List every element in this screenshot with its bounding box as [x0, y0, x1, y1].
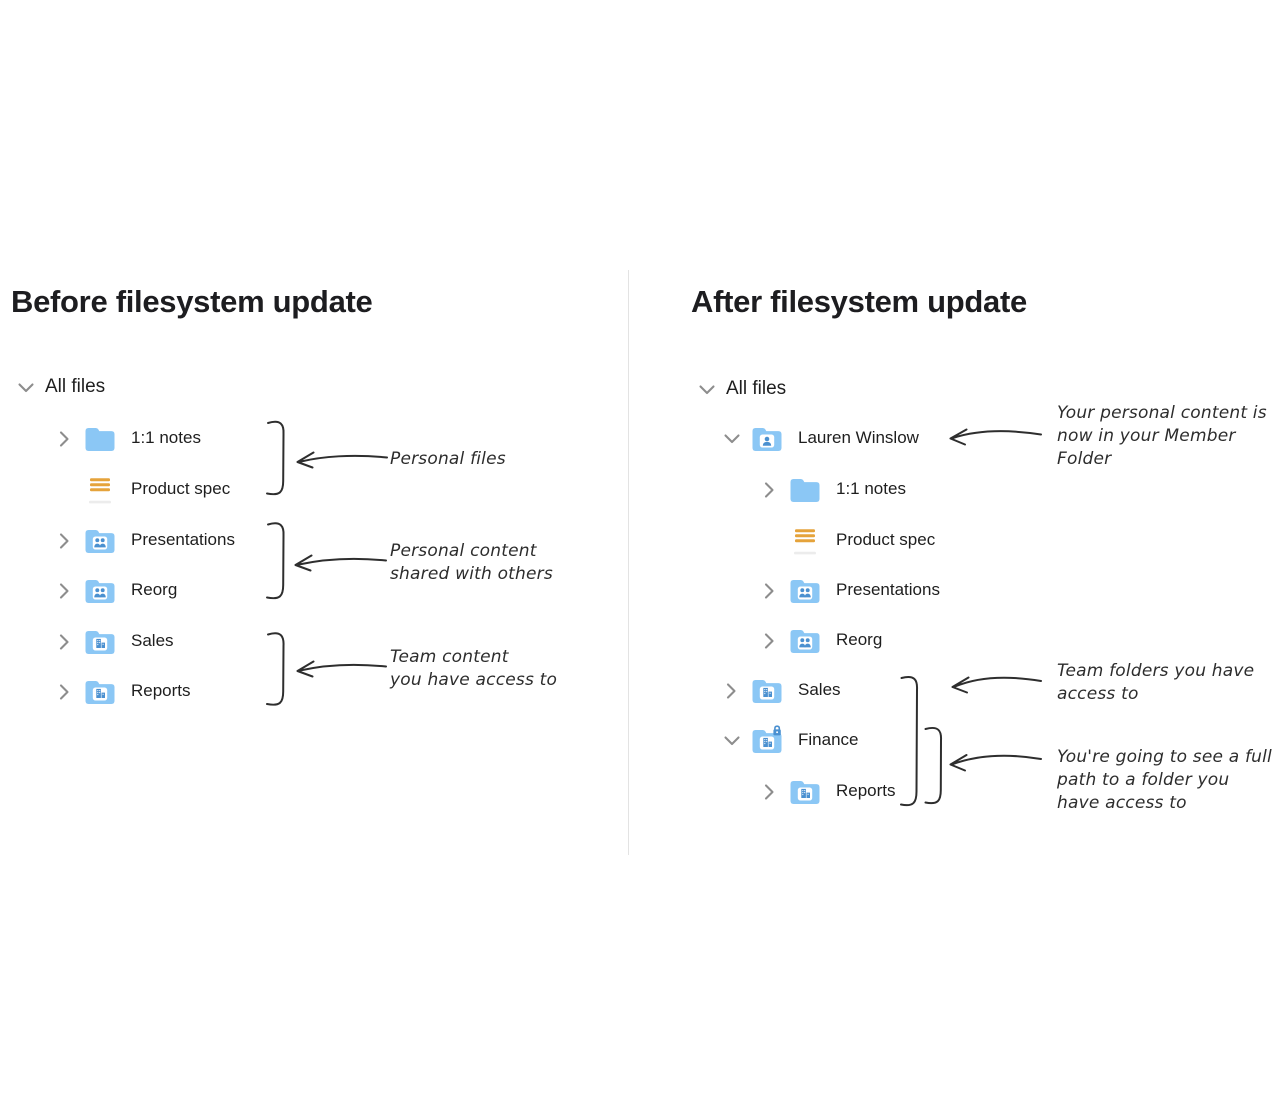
- tree-row-all-files[interactable]: All files: [695, 367, 786, 411]
- tree-row-reports[interactable]: Reports: [53, 669, 191, 713]
- annotation-personal-files: Personal files: [390, 449, 506, 469]
- after-panel-title: After filesystem update: [691, 284, 1027, 319]
- tree-item-label: Product spec: [131, 479, 231, 498]
- tree-row-11-notes[interactable]: 1:1 notes: [53, 416, 201, 460]
- tree-item-label: Sales: [798, 680, 841, 699]
- tree-row-presentations[interactable]: Presentations: [53, 518, 235, 562]
- tree-item-label: Reorg: [836, 630, 883, 649]
- member-folder-icon: [751, 423, 783, 453]
- tree-row-reorg[interactable]: Reorg: [53, 568, 177, 612]
- folder-icon: [789, 474, 821, 504]
- arrow-personal-files: [296, 451, 388, 469]
- bracket-team-content: [266, 632, 285, 706]
- tree-row-lauren-winslow[interactable]: Lauren Winslow: [720, 416, 919, 460]
- tree-row-sales[interactable]: Sales: [720, 668, 841, 712]
- tree-item-label: Reports: [131, 681, 191, 700]
- bracket-personal-files: [266, 420, 285, 496]
- annotation-team-content: Team content you have access to: [390, 647, 558, 690]
- chevron-right-icon[interactable]: [53, 579, 75, 601]
- chevron-right-icon[interactable]: [758, 478, 780, 500]
- tree-item-label: Sales: [131, 631, 174, 650]
- chevron-right-icon[interactable]: [53, 427, 75, 449]
- chevron-spacer: [53, 478, 75, 500]
- chevron-right-icon[interactable]: [758, 629, 780, 651]
- bracket-personal-shared: [266, 522, 285, 600]
- paper-doc-icon: [789, 523, 821, 557]
- shared-folder-icon: [789, 575, 821, 605]
- locked-team-folder-icon: [751, 725, 783, 755]
- tree-row-product-spec[interactable]: Product spec: [758, 518, 935, 562]
- chevron-right-icon[interactable]: [758, 579, 780, 601]
- tree-row-reorg[interactable]: Reorg: [758, 618, 882, 662]
- tree-row-presentations[interactable]: Presentations: [758, 568, 940, 612]
- chevron-right-icon[interactable]: [53, 680, 75, 702]
- annotation-personal-shared: Personal content shared with others: [390, 541, 553, 584]
- tree-item-label: All files: [45, 376, 106, 397]
- tree-item-label: Reports: [836, 781, 896, 800]
- chevron-down-icon[interactable]: [720, 729, 742, 751]
- chevron-down-icon[interactable]: [720, 427, 742, 449]
- tree-row-all-files[interactable]: All files: [14, 365, 105, 409]
- tree-item-label: Lauren Winslow: [798, 428, 919, 447]
- tree-item-label: Reorg: [131, 580, 178, 599]
- chevron-spacer: [758, 529, 780, 551]
- annotation-team-folders: Team folders you have access to: [1057, 661, 1255, 704]
- tree-item-label: 1:1 notes: [836, 479, 906, 498]
- chevron-down-icon[interactable]: [695, 378, 717, 400]
- annotation-full-path: You're going to see a full path to a fol…: [1057, 747, 1272, 813]
- tree-item-label: Product spec: [836, 530, 936, 549]
- tree-item-label: 1:1 notes: [131, 428, 201, 447]
- tree-row-sales[interactable]: Sales: [53, 619, 174, 663]
- team-folder-icon: [789, 776, 821, 806]
- chevron-right-icon[interactable]: [758, 780, 780, 802]
- shared-folder-icon: [84, 575, 116, 605]
- arrow-full-path: [949, 754, 1042, 772]
- bracket-team-folders: [900, 675, 919, 807]
- panel-divider: [628, 270, 629, 855]
- arrow-personal-shared: [294, 554, 387, 572]
- team-folder-icon: [84, 676, 116, 706]
- arrow-member-folder: [949, 428, 1042, 446]
- tree-row-11-notes[interactable]: 1:1 notes: [758, 467, 906, 511]
- annotation-member-folder: Your personal content is now in your Mem…: [1057, 403, 1267, 469]
- tree-row-reports[interactable]: Reports: [758, 769, 896, 813]
- chevron-right-icon[interactable]: [53, 529, 75, 551]
- tree-row-finance[interactable]: Finance: [720, 718, 858, 762]
- folder-icon: [84, 423, 116, 453]
- tree-item-label: All files: [726, 378, 787, 399]
- tree-row-product-spec[interactable]: Product spec: [53, 467, 230, 511]
- team-folder-icon: [751, 675, 783, 705]
- tree-item-label: Finance: [798, 730, 859, 749]
- before-panel-title: Before filesystem update: [11, 284, 373, 319]
- shared-folder-icon: [84, 525, 116, 555]
- tree-item-label: Presentations: [836, 580, 940, 599]
- paper-doc-icon: [84, 472, 116, 506]
- chevron-right-icon[interactable]: [53, 630, 75, 652]
- team-folder-icon: [84, 626, 116, 656]
- arrow-team-content: [296, 660, 387, 678]
- tree-item-label: Presentations: [131, 530, 235, 549]
- bracket-full-path: [924, 726, 943, 805]
- arrow-team-folders: [951, 676, 1042, 694]
- shared-folder-icon: [789, 625, 821, 655]
- chevron-down-icon[interactable]: [14, 376, 36, 398]
- chevron-right-icon[interactable]: [720, 679, 742, 701]
